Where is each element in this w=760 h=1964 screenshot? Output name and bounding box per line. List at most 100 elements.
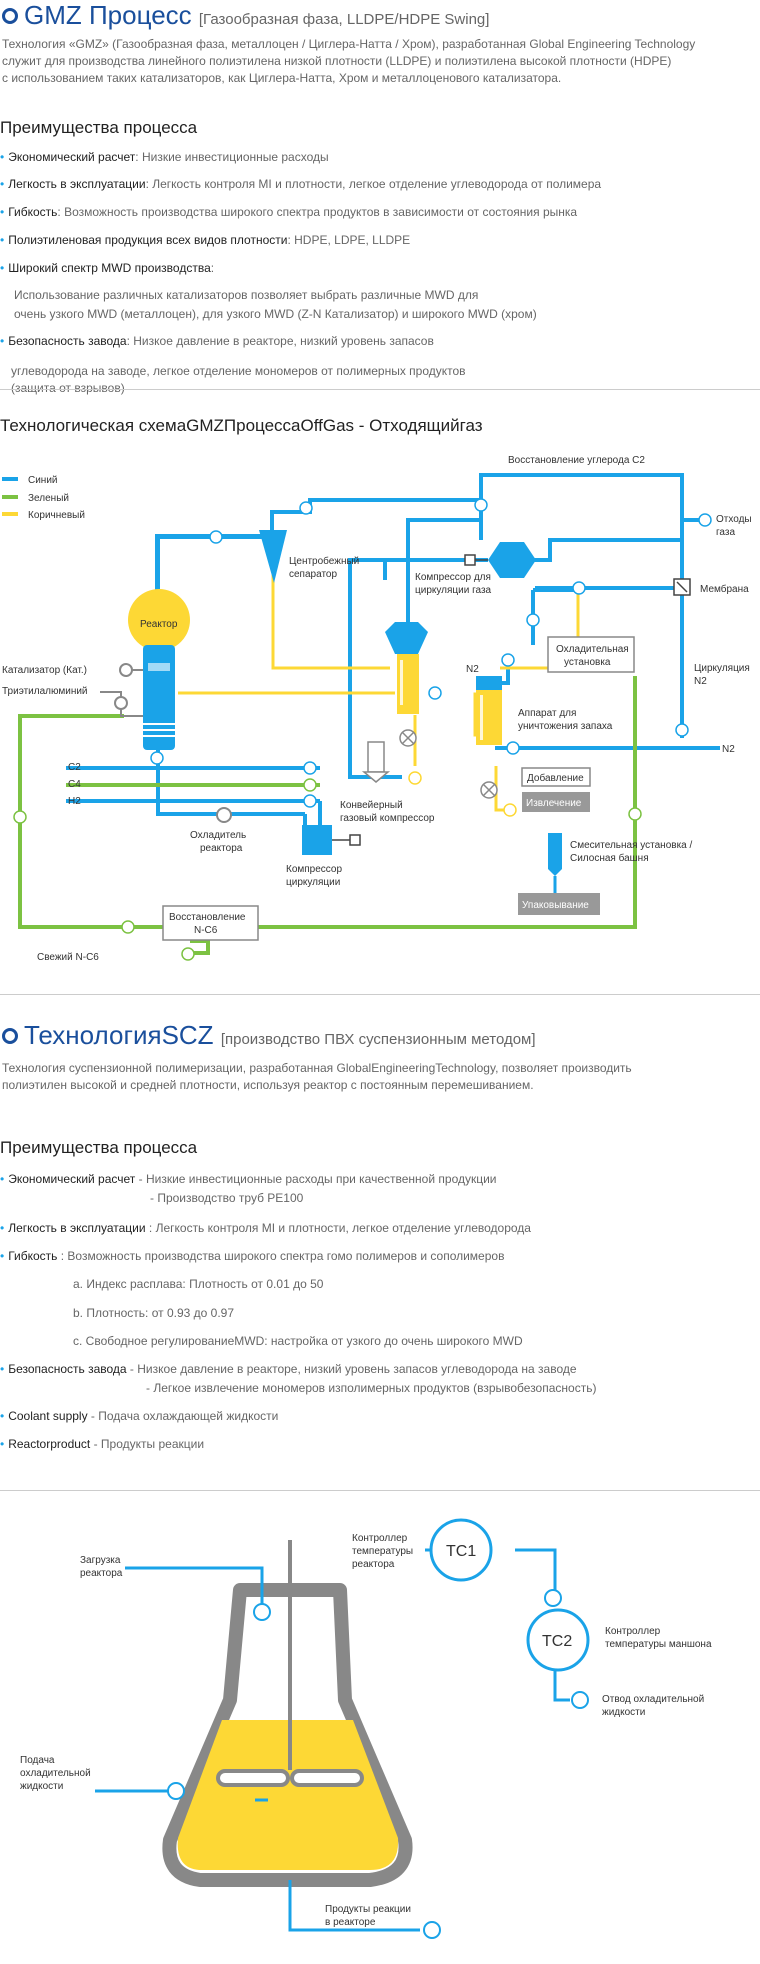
- svg-text:N-C6: N-C6: [194, 925, 218, 936]
- gmz-advantages-title: Преимущества процесса: [0, 118, 198, 137]
- svg-text:реактора: реактора: [200, 843, 243, 854]
- scz-flow-arrows: [167, 1589, 589, 1939]
- svg-text:N2: N2: [466, 664, 479, 675]
- svg-text:жидкости: жидкости: [20, 1781, 63, 1792]
- scz-subtitle: [производство ПВХ суспензионным методом]: [220, 1031, 536, 1048]
- scz-adv-item: •Гибкость : Возможность производства шир…: [0, 1249, 505, 1263]
- additive-box: [521, 767, 591, 787]
- svg-text:Мембрана: Мембрана: [700, 583, 749, 595]
- scz-adv-item: •Reactorproduct - Продукты реакции: [0, 1437, 205, 1451]
- divider: [0, 389, 760, 390]
- svg-text:Охладитель: Охладитель: [190, 830, 246, 841]
- conveying-compressor: Конвейерный газовый компрессор: [340, 741, 435, 824]
- label-c4: C4: [68, 779, 81, 790]
- svg-text:охладительной: охладительной: [20, 1768, 91, 1779]
- yellow-flow-arrows: [408, 771, 517, 817]
- nc6-recovery: Восстановление N-C6 Свежий N-C6: [37, 905, 259, 963]
- svg-text:Контроллер: Контроллер: [605, 1626, 661, 1637]
- svg-text:Свежий N-C6: Свежий N-C6: [37, 952, 99, 963]
- svg-text:Центробежный: Центробежный: [289, 555, 359, 567]
- membrane: Мембрана: [673, 578, 749, 596]
- svg-text:Силосная башня: Силосная башня: [570, 852, 649, 864]
- svg-text:Катализатор (Кат.): Катализатор (Кат.): [2, 665, 87, 676]
- svg-text:Контроллер: Контроллер: [352, 1533, 408, 1544]
- scz-adv-item: •Легкость в эксплуатации : Легкость конт…: [0, 1221, 531, 1235]
- gmz-desc-line: служит для производства линейного полиэт…: [2, 54, 672, 68]
- scz-desc-line: полиэтилен высокой и средней плотности, …: [2, 1078, 534, 1092]
- svg-text:Отвод охладительной: Отвод охладительной: [602, 1694, 704, 1705]
- svg-text:циркуляции: циркуляции: [286, 877, 340, 888]
- label-offgas: Отходы: [716, 514, 752, 525]
- legend-green: Зеленый: [28, 493, 69, 504]
- gmz-title: GMZ Процесс [Газообразная фаза, LLDPE/HD…: [0, 0, 489, 31]
- svg-text:реактора: реактора: [352, 1559, 395, 1570]
- scz-adv-sub: - Производство труб PE100: [150, 1191, 304, 1205]
- divider: [0, 994, 760, 995]
- gmz-adv-item: •Широкий спектр MWD производства:: [0, 261, 215, 275]
- gmz-adv-item: •Экономический расчет: Низкие инвестицио…: [0, 150, 329, 164]
- gas-recycle-compressor: Компрессор для циркуляции газа: [415, 542, 536, 596]
- svg-text:Реактор: Реактор: [140, 619, 178, 630]
- gmz-mwd-line: очень узкого MWD (металлоцен), для узког…: [14, 307, 537, 321]
- svg-text:Аппарат для: Аппарат для: [518, 708, 576, 719]
- gmz-adv-item: •Полиэтиленовая продукция всех видов пло…: [0, 233, 411, 247]
- tc2-controller: TC2 Контроллер температуры маншона: [526, 1608, 712, 1672]
- legend-blue: Синий: [28, 475, 58, 486]
- svg-text:Компрессор: Компрессор: [286, 864, 342, 875]
- svg-text:жидкости: жидкости: [602, 1707, 645, 1718]
- gmz-desc-line: с использованием таких катализаторов, ка…: [2, 71, 562, 85]
- scz-reactor-diagram: TC1 Контроллер температуры реактора TC2 …: [20, 1518, 712, 1939]
- svg-text:Продукты реакции: Продукты реакции: [325, 1904, 411, 1915]
- purge-bin: [385, 622, 428, 747]
- extraction-box: [522, 792, 590, 812]
- scz-title: ТехнологияSCZ [производство ПВХ суспензи…: [0, 1020, 536, 1051]
- svg-text:уничтожения запаха: уничтожения запаха: [518, 721, 613, 732]
- additive-label: Добавление: [527, 772, 584, 784]
- deodorizer: N2 Аппарат для уничтожения запаха: [466, 664, 613, 799]
- gmz-scheme-title: Технологическая схемаGMZПроцессаOffGas -…: [0, 416, 483, 435]
- scz-adv-item: •Coolant supply - Подача охлаждающей жид…: [0, 1409, 279, 1423]
- svg-text:Смесительная установка /: Смесительная установка /: [570, 840, 693, 851]
- label-n2-right: N2: [722, 744, 735, 755]
- scz-description: Технология суспензионной полимеризации, …: [2, 1060, 752, 1094]
- svg-text:температуры маншона: температуры маншона: [605, 1639, 712, 1650]
- gmz-description: Технология «GMZ» (Газообразная фаза, мет…: [2, 36, 752, 87]
- scz-sub-c: c. Свободное регулированиеMWD: настройка…: [73, 1334, 523, 1348]
- svg-text:Триэтилалюминий: Триэтилалюминий: [2, 686, 88, 697]
- gmz-adv-item: •Безопасность завода: Низкое давление в …: [0, 334, 434, 348]
- tc1-controller: TC1 Контроллер температуры реактора: [352, 1518, 493, 1582]
- gmz-adv-item: •Гибкость: Возможность производства широ…: [0, 205, 578, 219]
- scz-advantages-title: Преимущества процесса: [0, 1138, 198, 1157]
- svg-text:температуры: температуры: [352, 1546, 413, 1557]
- reactor-flask: [162, 1540, 413, 1887]
- gmz-process-diagram: Синий Зеленый Коричневый: [2, 455, 752, 963]
- svg-text:Конвейерный: Конвейерный: [340, 800, 403, 811]
- label-h2: H2: [68, 796, 81, 807]
- svg-text:сепаратор: сепаратор: [289, 569, 337, 580]
- label-c2: C2: [68, 762, 81, 773]
- svg-text:Компрессор для: Компрессор для: [415, 572, 491, 583]
- gmz-mwd-line: Использование различных катализаторов по…: [14, 288, 479, 302]
- centrifugal-separator: Центробежный сепаратор: [259, 530, 359, 583]
- scz-sub-b: b. Плотность: от 0.93 до 0.97: [73, 1306, 235, 1320]
- svg-text:TC2: TC2: [542, 1633, 572, 1650]
- svg-text:в реакторе: в реакторе: [325, 1917, 376, 1928]
- flow-arrows: [150, 498, 712, 808]
- scz-labels: Загрузка реактора Отвод охладительной жи…: [20, 1555, 704, 1928]
- reactor: Реактор: [128, 589, 190, 750]
- label-c2-recovery: Восстановление углерода C2: [508, 455, 645, 466]
- gmz-safety-line: (защита от взрывов): [11, 381, 125, 395]
- svg-text:циркуляции газа: циркуляции газа: [415, 585, 492, 596]
- gmz-desc-line: Технология «GMZ» (Газообразная фаза, мет…: [2, 37, 696, 51]
- bullet-icon: [2, 8, 18, 25]
- divider: [0, 1490, 760, 1491]
- svg-text:Упаковывание: Упаковывание: [522, 900, 589, 911]
- svg-text:Загрузка: Загрузка: [80, 1555, 121, 1566]
- diagram-legend: Синий Зеленый Коричневый: [2, 475, 85, 521]
- label-recycle-n2-2: N2: [694, 676, 707, 687]
- green-flow-arrows: [13, 778, 642, 961]
- extraction-label: Извлечение: [526, 798, 582, 809]
- scz-sub-a: a. Индекс расплава: Плотность от 0.01 до…: [73, 1277, 324, 1291]
- label-recycle-n2: Циркуляция: [694, 663, 750, 674]
- scz-adv-item: •Экономический расчет - Низкие инвестици…: [0, 1172, 497, 1186]
